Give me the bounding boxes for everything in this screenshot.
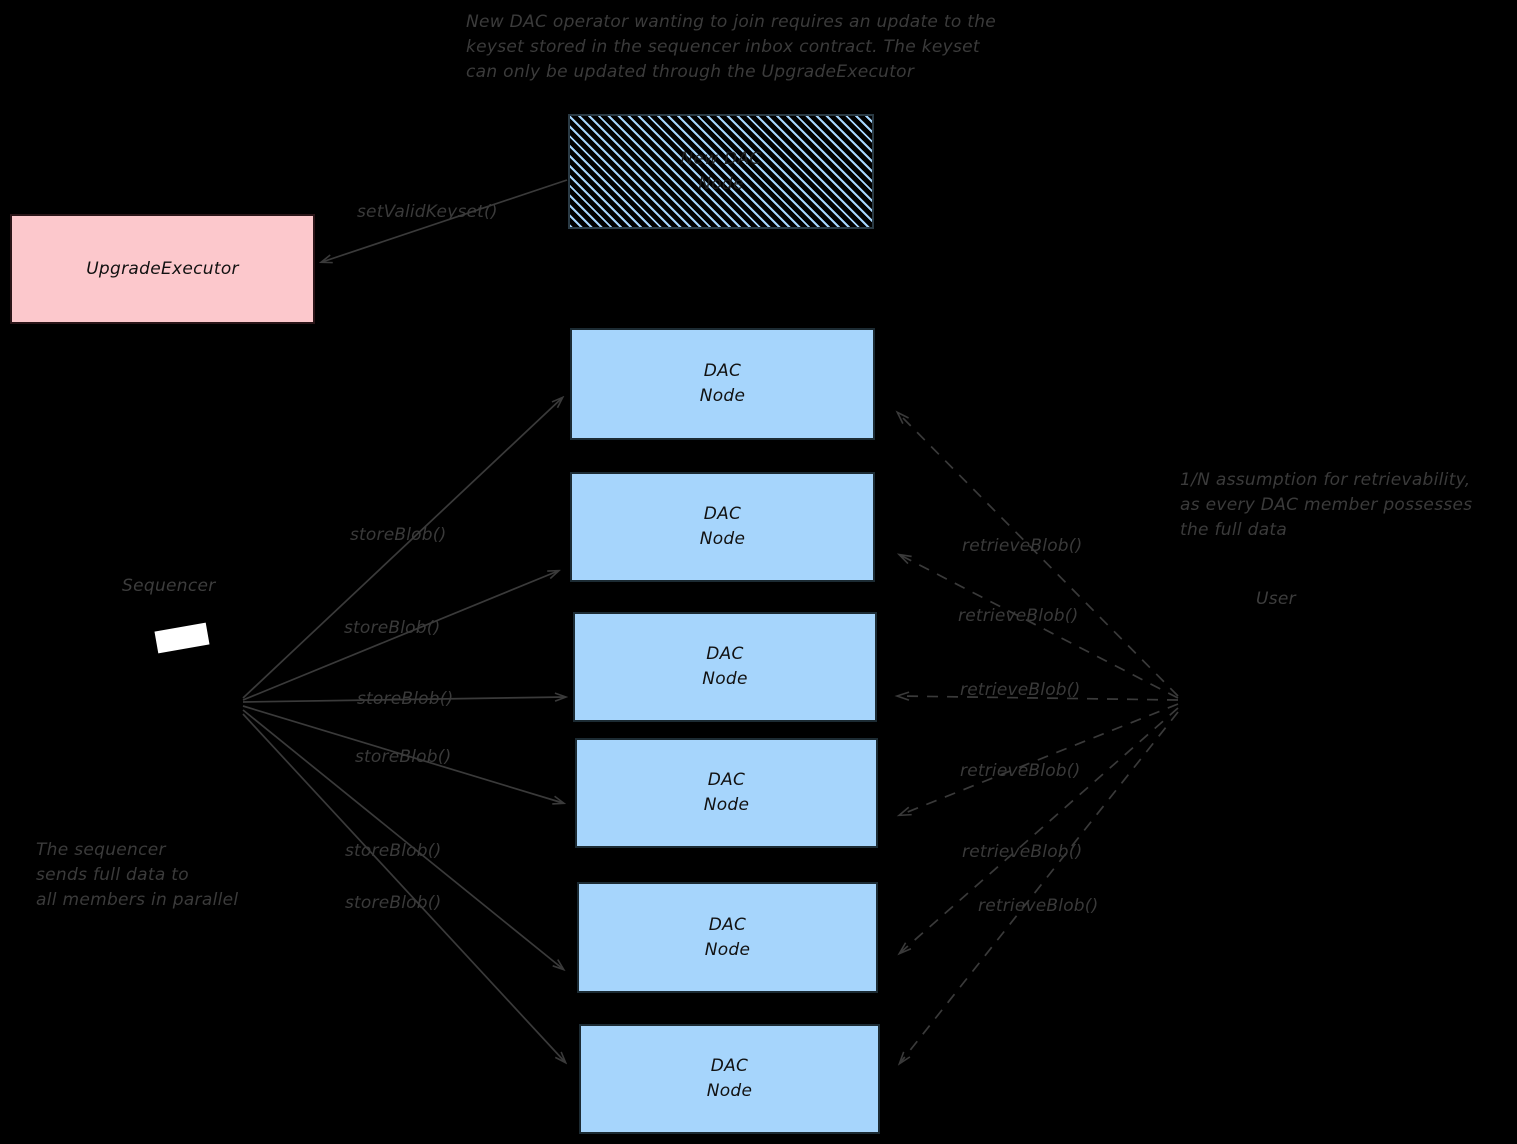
edge-label-store-blob-5: storeBlob() [345,841,442,861]
edge-label-retrieve-blob-6: retrieveBlob() [978,896,1099,916]
dac-node-box-1[interactable]: DAC Node [570,328,875,440]
dac-node-label-3: DAC Node [702,644,748,689]
edge-retrieve-blob-5 [897,707,1179,956]
edge-label-store-blob-2: storeBlob() [344,618,441,638]
edge-store-blob-1 [242,398,562,699]
edge-label-retrieve-blob-1: retrieveBlob() [962,536,1083,556]
upgrade-executor-box[interactable]: UpgradeExecutor [10,214,315,324]
edge-retrieve-blob-2 [896,553,1179,699]
edge-label-retrieve-blob-4: retrieveBlob() [960,761,1081,781]
dac-node-box-5[interactable]: DAC Node [577,882,878,993]
edge-label-retrieve-blob-3: retrieveBlob() [960,680,1081,700]
edge-label-store-blob-6: storeBlob() [345,893,442,913]
edge-label-store-blob-3: storeBlob() [357,689,454,709]
dac-node-label-2: DAC Node [699,504,746,549]
dac-node-label-6: DAC Node [706,1056,753,1101]
dac-node-label-4: DAC Node [703,770,750,815]
dac-node-box-3[interactable]: DAC Node [573,612,877,722]
new-dac-node-box[interactable]: New DAC Node [568,114,874,229]
edge-label-store-blob-1: storeBlob() [350,525,447,545]
edge-label-retrieve-blob-2: retrieveBlob() [958,606,1079,626]
dac-node-label-1: DAC Node [699,361,746,406]
edge-label-store-blob-4: storeBlob() [355,747,452,767]
note-bottom-left: The sequencer sends full data to all mem… [36,840,239,910]
note-top: New DAC operator wanting to join require… [466,12,997,82]
dac-node-label-5: DAC Node [704,914,751,960]
upgrade-executor-label: UpgradeExecutor [86,258,239,279]
note-right: 1/N assumption for retrievability, as ev… [1180,470,1473,540]
user-label: User [1256,589,1296,609]
sequencer-label: Sequencer [122,576,216,596]
edge-label-retrieve-blob-5: retrieveBlob() [962,842,1083,862]
sequencer-icon [154,622,210,654]
new-dac-node-label: New DAC Node [680,148,762,194]
dac-node-box-6[interactable]: DAC Node [579,1024,880,1134]
edge-retrieve-blob-4 [896,703,1179,817]
edge-label-set-valid-keyset: setValidKeyset() [357,202,498,222]
dac-node-box-4[interactable]: DAC Node [575,738,878,848]
dac-node-box-2[interactable]: DAC Node [570,472,875,582]
